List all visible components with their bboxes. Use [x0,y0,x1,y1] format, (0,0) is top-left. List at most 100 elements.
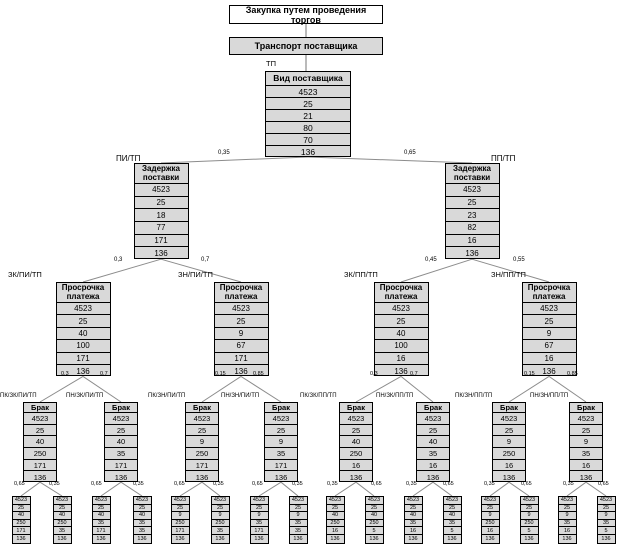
leaf-value: 5 [597,527,615,535]
leaf-value: 136 [215,535,225,542]
node-value: 4523 [214,303,268,316]
node-value: 25 [374,315,428,328]
node-value: 4523 [493,413,525,425]
node-title: Брак [493,403,525,413]
connector-B-B2 [471,258,550,283]
node-value: 40 [56,328,110,341]
leaf-value: 25 [520,505,538,513]
connector-L0-B [307,156,473,164]
branch-label: ПК/ЗК/ПИ/ТП [0,393,37,399]
node-title: Брак [24,403,56,413]
leaf-value: 250 [326,520,344,528]
probability-label: 0,65 [174,481,185,487]
leaf-value: 40 [404,512,422,520]
node-title: Вид поставщика [266,72,350,86]
probability-label: 0,65 [252,481,263,487]
node-value: 9 [570,436,602,449]
leaf-value: 9 [250,512,268,520]
leaf-value: 250 [365,520,383,528]
node-value: 4523 [134,184,188,197]
node-value: 100 [374,340,428,353]
leaf-value: 16 [481,527,499,535]
connector-L0-A [160,156,309,164]
node-value: 136 [76,366,90,376]
branch-label: ЗН/ПИ/ТП [178,270,213,279]
top-box-transport: Транспорт поставщика [229,37,383,55]
leaf-value: 136 [408,535,418,542]
probability-label: 0,35 [218,150,230,156]
node-value: 25 [445,197,499,210]
node-value: 136 [394,366,408,376]
leaf-value: 25 [12,505,30,513]
leaf-value: 35 [289,520,307,528]
leaf-value: 136 [601,535,611,542]
leaf-value: 136 [485,535,495,542]
node-value: 250 [493,448,525,460]
leaf-value: 35 [558,520,576,528]
node-value: 4523 [24,413,56,425]
connector-leaf-13 [489,481,510,497]
connector-leaf-7 [258,481,282,497]
probability-label: 0,15 [215,371,226,377]
node-title: Брак [265,403,297,413]
leaf-value: 16 [404,527,422,535]
leaf-value: 25 [481,505,499,513]
node-value: 25 [265,425,297,437]
node-value: 25 [105,425,137,437]
node-title: Брак [340,403,372,413]
leaf-value: 136 [369,535,379,542]
node-value: 136 [502,472,516,482]
node-value: 80 [266,122,350,134]
probability-label: 0,7 [410,371,418,377]
node-value: 25 [522,315,576,328]
leaf-value: 250 [53,520,71,528]
node-value: 16 [374,353,428,365]
probability-label: 0,7 [100,371,108,377]
leaf-value: 35 [92,520,110,528]
leaf-value: 35 [443,520,461,528]
leaf-value: 40 [133,512,151,520]
node-value: 21 [266,110,350,122]
leaf-value: 136 [96,535,106,542]
branch-label: ПН/ЗК/ПП/ТП [376,393,414,399]
leaf-value: 136 [254,535,264,542]
node-value: 25 [340,425,372,437]
leaf-value: 25 [250,505,268,513]
probability-label: 0,85 [567,371,578,377]
leaf-value: 25 [404,505,422,513]
branch-label: ТП [266,59,276,68]
leaf-value: 25 [133,505,151,513]
probability-label: 0,7 [201,257,210,263]
node-value: 171 [24,460,56,472]
probability-label: 0,65 [371,481,382,487]
leaf-value: 4523 [365,497,383,505]
probability-label: 0,55 [513,257,525,263]
node-value: 35 [265,448,297,460]
leaf-value: 25 [53,505,71,513]
leaf-value: 35 [53,527,71,535]
branch-label: ПК/ЗН/ПИ/ТП [148,393,186,399]
leaf-value: 4523 [92,497,110,505]
probability-label: 0,65 [14,481,25,487]
leaf-value: 136 [524,535,534,542]
node-value: 136 [542,366,556,376]
leaf-value: 4523 [326,497,344,505]
node-value: 67 [214,340,268,353]
node-value: 100 [56,340,110,353]
leaf-value: 4523 [443,497,461,505]
node-value: 9 [493,436,525,449]
node-value: 25 [570,425,602,437]
node-value: 40 [105,436,137,449]
